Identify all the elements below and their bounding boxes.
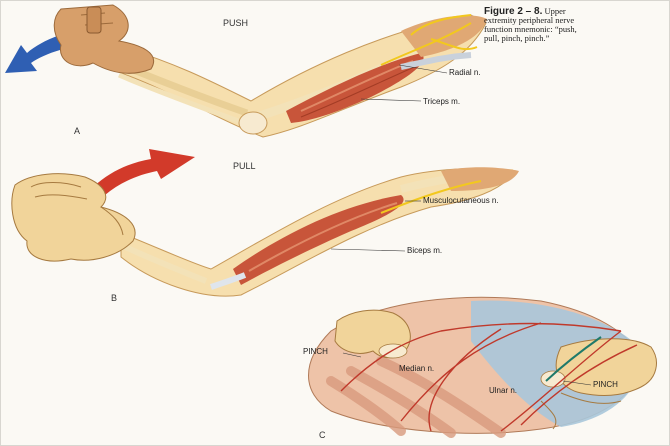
pinch-left-label: PINCH xyxy=(303,347,328,356)
biceps-muscle xyxy=(233,195,404,285)
panel-c-illustration xyxy=(308,296,657,438)
panel-a-action: PUSH xyxy=(223,18,249,28)
panel-b-illustration xyxy=(11,149,519,297)
figure-caption: Figure 2 – 8. Upper extremity peripheral… xyxy=(484,7,584,43)
median-nerve xyxy=(340,322,622,432)
triceps-muscle-label: Triceps m. xyxy=(423,97,461,106)
radial-nerve-label: Radial n. xyxy=(449,68,481,77)
musculocutaneous-nerve xyxy=(380,180,482,214)
pinch-fingers-right xyxy=(555,338,657,396)
biceps-muscle-label: Biceps m. xyxy=(407,246,443,255)
figure-caption-text: Upper extremity peripheral nerve functio… xyxy=(484,6,577,43)
ulnar-nerve-label: Ulnar n. xyxy=(489,386,518,395)
median-nerve-label: Median n. xyxy=(399,364,435,373)
radial-nerve-a xyxy=(380,14,478,66)
panel-a-illustration xyxy=(5,4,487,138)
panel-b-letter: B xyxy=(111,293,118,303)
panel-a-letter: A xyxy=(74,126,81,136)
pull-arrow xyxy=(93,149,195,195)
panel-b-action: PULL xyxy=(233,161,256,171)
ulnar-nerve xyxy=(500,330,638,432)
figure-number: Figure 2 – 8. xyxy=(484,6,543,17)
musculocutaneous-nerve-label: Musculocutaneous n. xyxy=(423,196,499,205)
pinch-right-label: PINCH xyxy=(593,380,618,389)
panel-c-letter: C xyxy=(319,430,326,440)
examiner-hand-a xyxy=(53,4,154,74)
examiner-hand-b xyxy=(11,173,136,262)
